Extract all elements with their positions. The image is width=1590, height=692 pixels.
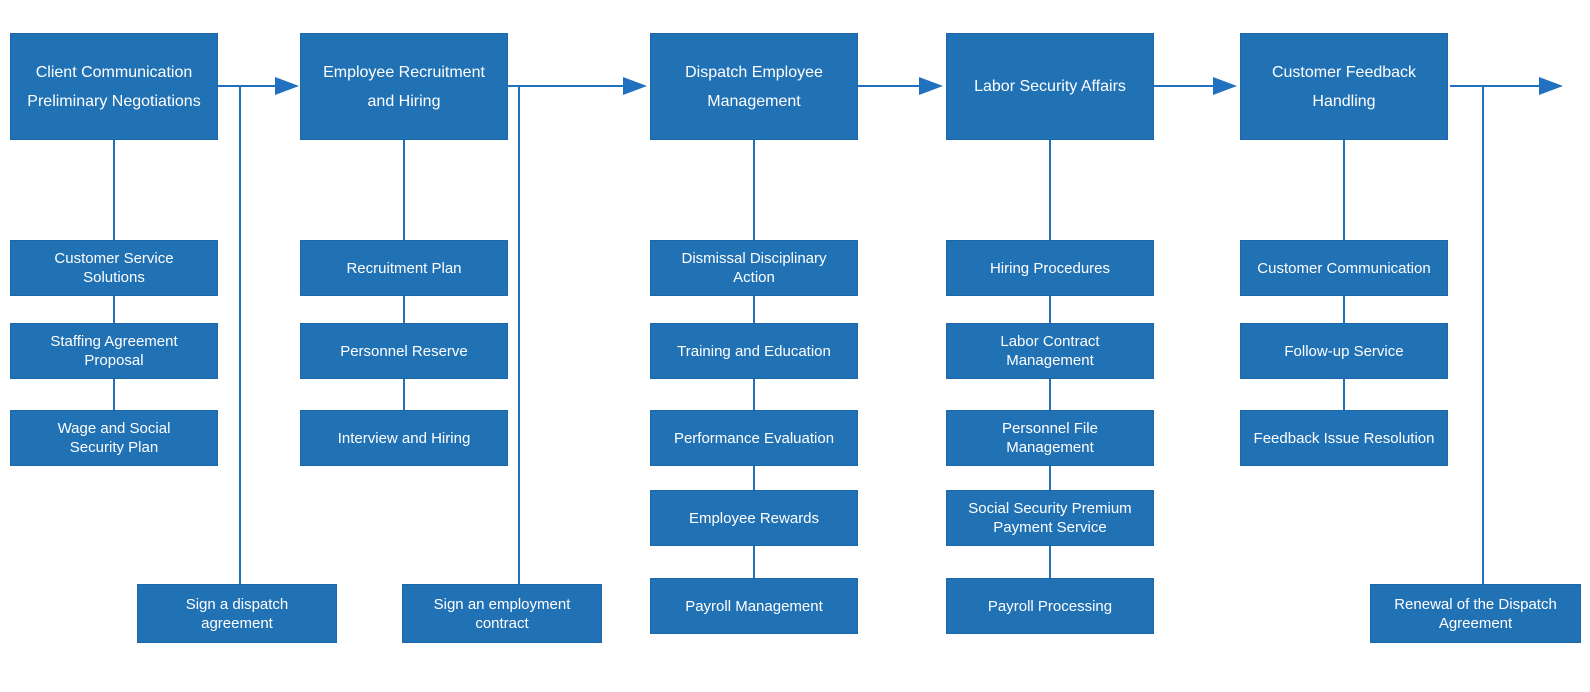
task-personnel-file-management: Personnel File Management bbox=[946, 410, 1154, 466]
task-follow-up-service: Follow-up Service bbox=[1240, 323, 1448, 379]
milestone-sign-dispatch-agreement: Sign a dispatch agreement bbox=[137, 584, 337, 643]
arrowhead-icon bbox=[1213, 77, 1237, 95]
task-recruitment-plan: Recruitment Plan bbox=[300, 240, 508, 296]
flow-arrow-stage1-to-stage2 bbox=[218, 77, 299, 95]
flow-arrow-stage5-out bbox=[1450, 77, 1563, 95]
task-payroll-processing: Payroll Processing bbox=[946, 578, 1154, 634]
task-feedback-issue-resolution: Feedback Issue Resolution bbox=[1240, 410, 1448, 466]
task-payroll-management: Payroll Management bbox=[650, 578, 858, 634]
task-interview-and-hiring: Interview and Hiring bbox=[300, 410, 508, 466]
task-customer-service-solutions: Customer Service Solutions bbox=[10, 240, 218, 296]
flow-arrow-stage2-to-stage3 bbox=[508, 77, 647, 95]
task-hiring-procedures: Hiring Procedures bbox=[946, 240, 1154, 296]
arrowhead-icon bbox=[275, 77, 299, 95]
arrowhead-icon bbox=[623, 77, 647, 95]
milestone-sign-employment-contract: Sign an employment contract bbox=[402, 584, 602, 643]
task-employee-rewards: Employee Rewards bbox=[650, 490, 858, 546]
task-performance-evaluation: Performance Evaluation bbox=[650, 410, 858, 466]
arrowhead-icon bbox=[1539, 77, 1563, 95]
flow-arrow-stage4-to-stage5 bbox=[1154, 77, 1237, 95]
task-staffing-agreement-proposal: Staffing Agreement Proposal bbox=[10, 323, 218, 379]
task-social-security-premium-payment: Social Security Premium Payment Service bbox=[946, 490, 1154, 546]
task-wage-social-security-plan: Wage and Social Security Plan bbox=[10, 410, 218, 466]
task-training-and-education: Training and Education bbox=[650, 323, 858, 379]
arrowhead-icon bbox=[919, 77, 943, 95]
task-labor-contract-management: Labor Contract Management bbox=[946, 323, 1154, 379]
task-customer-communication: Customer Communication bbox=[1240, 240, 1448, 296]
stage-client-communication: Client Communication Preliminary Negotia… bbox=[10, 33, 218, 140]
flow-arrow-stage3-to-stage4 bbox=[858, 77, 943, 95]
milestone-renewal-dispatch-agreement: Renewal of the Dispatch Agreement bbox=[1370, 584, 1581, 643]
task-dismissal-disciplinary-action: Dismissal Disciplinary Action bbox=[650, 240, 858, 296]
stage-labor-security-affairs: Labor Security Affairs bbox=[946, 33, 1154, 140]
stage-dispatch-employee-management: Dispatch Employee Management bbox=[650, 33, 858, 140]
task-personnel-reserve: Personnel Reserve bbox=[300, 323, 508, 379]
stage-employee-recruitment: Employee Recruitment and Hiring bbox=[300, 33, 508, 140]
stage-customer-feedback-handling: Customer Feedback Handling bbox=[1240, 33, 1448, 140]
